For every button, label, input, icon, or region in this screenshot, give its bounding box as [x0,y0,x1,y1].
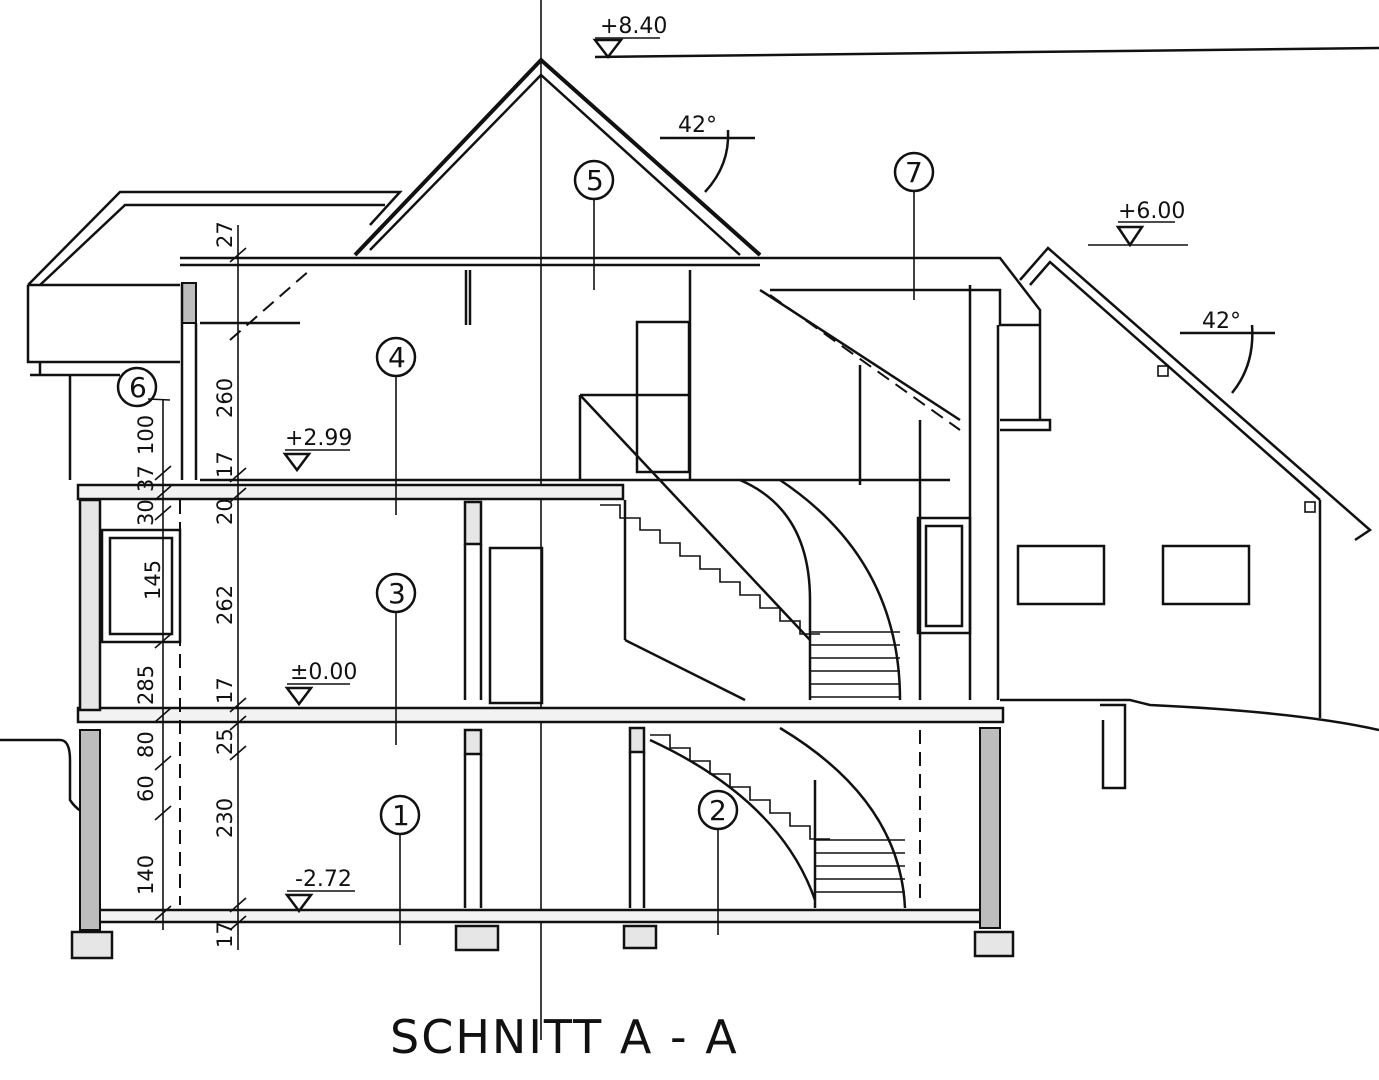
footing [622,924,658,950]
level-upper-floor: +2.99 [282,426,352,473]
staircase-lower [649,726,907,909]
openings [100,269,972,705]
dim-left-1: 37 [134,465,158,492]
left-flat-roof [26,190,403,480]
dim-center-5: 17 [213,677,237,704]
room-1: 1 [379,794,421,945]
svg-text:+6.00: +6.00 [1118,199,1185,224]
dim-left-0: 100 [134,415,158,455]
dim-center-8: 17 [213,921,237,948]
level-eave-right: +6.00 [1088,199,1188,248]
dim-center-2: 17 [213,451,237,478]
dimension-chain-center: 27 260 17 20 262 17 25 230 17 [213,221,247,950]
level-basement: -2.72 [284,867,355,914]
dim-left-4: 285 [134,665,158,705]
dim-center-4: 262 [213,585,237,625]
room-7: 7 [893,151,935,300]
drawing-title: SCHNITT A - A [390,1010,739,1064]
right-basement-wall [979,727,1001,929]
dim-center-3: 20 [213,498,237,525]
dim-left-5: 80 [134,731,158,758]
footing [973,930,1015,958]
footing [454,924,500,952]
room-5: 5 [573,159,615,290]
basement-slab [93,908,987,924]
svg-text:4: 4 [388,341,406,374]
angle-main-roof: 42° [660,113,755,193]
dim-center-1: 260 [213,378,237,418]
room-3: 3 [375,572,417,745]
right-upper-roof [759,256,1052,432]
svg-text:1: 1 [392,799,410,832]
room-6: 6 [116,366,171,408]
dim-left-3: 145 [141,560,165,600]
svg-text:2: 2 [709,794,727,827]
dimension-chain-left: 100 37 30 145 285 80 60 140 [134,400,172,930]
neighbour-building [1016,246,1373,790]
dim-center-6: 25 [213,728,237,755]
angle-right-roof: 42° [1180,309,1275,394]
svg-text:-2.72: -2.72 [295,867,352,892]
level-ridge: +8.40 [592,14,1379,60]
main-roof [180,57,762,267]
svg-text:3: 3 [388,577,406,610]
level-ground-floor: ±0.00 [284,660,357,707]
svg-text:+8.40: +8.40 [600,14,667,39]
svg-text:±0.00: ±0.00 [290,660,357,685]
upper-slab [76,483,625,501]
left-wall [79,729,101,931]
room-2: 2 [697,789,739,935]
svg-text:7: 7 [905,156,923,189]
dim-left-7: 140 [134,855,158,895]
dim-left-6: 60 [134,775,158,802]
window [1016,544,1106,606]
ground-slab [76,706,1005,724]
svg-text:42°: 42° [678,113,717,138]
footing [70,930,114,960]
dim-center-0: 27 [213,221,237,248]
left-wall-upper [78,498,102,712]
dim-left-2: 30 [134,499,158,526]
svg-text:6: 6 [129,371,147,404]
room-4: 4 [375,336,417,515]
staircase-upper [579,394,902,702]
svg-text:42°: 42° [1202,309,1241,334]
svg-text:+2.99: +2.99 [285,426,352,451]
dim-center-7: 230 [213,798,237,838]
window [1161,544,1251,606]
svg-text:5: 5 [586,164,604,197]
